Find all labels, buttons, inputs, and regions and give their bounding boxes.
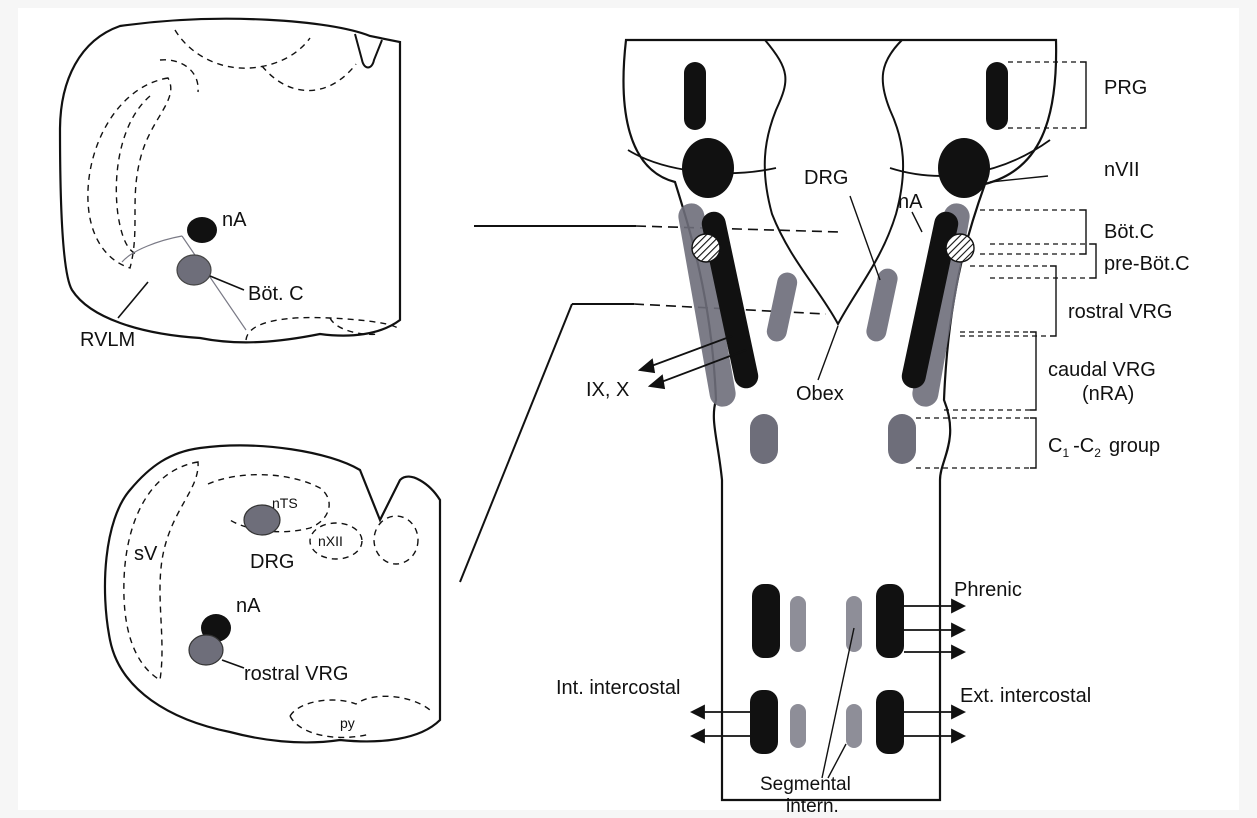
upper-rvlm-label: RVLM: [80, 329, 135, 351]
pre-botc-right-nucleus: [946, 234, 974, 262]
drg-leader: [850, 196, 880, 280]
upper-rvlm-leader: [118, 282, 148, 318]
c1c2-left-group: [750, 414, 778, 464]
lower-sv-label: sV: [134, 543, 158, 565]
ix-x-label: IX, X: [586, 379, 629, 401]
intercostal-left-interneurons: [790, 704, 806, 748]
drg-left-column: [765, 271, 799, 344]
drg-label: DRG: [804, 167, 848, 189]
upper-na-nucleus: [187, 217, 217, 243]
phrenic-left-interneurons: [790, 596, 806, 652]
intercostal-right-interneurons: [846, 704, 862, 748]
phrenic-arrows: [904, 600, 964, 658]
na-right-leader: [912, 212, 922, 232]
lower-rostral-vrg-nucleus: [189, 635, 223, 665]
upper-section-inner-tract: [116, 96, 150, 254]
botc-label: Böt.C: [1104, 221, 1154, 243]
upper-section-trigeminal-tract: [88, 78, 171, 268]
phrenic-left-motoneurons: [752, 584, 780, 658]
phrenic-right-interneurons: [846, 596, 862, 652]
lower-medulla-section: sV nTS nXII DRG nA rostral VRG py: [105, 445, 440, 742]
nvii-label: nVII: [1104, 159, 1140, 181]
prg-left-column: [684, 62, 706, 130]
pre-botc-left-nucleus: [692, 234, 720, 262]
lower-nxii-label: nXII: [318, 533, 343, 549]
phrenic-right-motoneurons: [876, 584, 904, 658]
lower-sv-tract: [124, 462, 198, 680]
obex-label: Obex: [796, 383, 844, 405]
segmental-label: Segmental: [760, 774, 851, 795]
intercostal-arrows: [692, 706, 964, 742]
ext-intercostal-label: Ext. intercostal: [960, 685, 1091, 707]
upper-section-dashed-lobes: [160, 30, 356, 92]
segmental-leader-1: [822, 628, 854, 778]
nra-label: (nRA): [1082, 383, 1134, 405]
segmental-leader-2: [828, 744, 846, 778]
lower-rostral-vrg-leader: [222, 660, 244, 668]
nvii-right-nucleus: [938, 138, 990, 198]
brainstem-dorsal-view: PRG nVII DRG nA Böt.C pre-Böt.C rostral …: [556, 40, 1190, 817]
lower-section-connector: [460, 304, 572, 582]
nvii-left-nucleus: [682, 138, 734, 198]
rostral-vrg-label: rostral VRG: [1068, 301, 1172, 323]
lower-drg-label: DRG: [250, 551, 294, 573]
prg-right-column: [986, 62, 1008, 130]
upper-botc-leader: [210, 276, 244, 290]
upper-medulla-section: nA Böt. C RVLM: [60, 19, 400, 351]
upper-section-dorsal-notch: [355, 34, 382, 68]
caudal-vrg-label: caudal VRG: [1048, 359, 1156, 381]
upper-section-ventral-lobes: [246, 318, 400, 340]
lower-na-label: nA: [236, 595, 261, 617]
na-label: nA: [898, 191, 923, 213]
right-brackets: [1030, 62, 1096, 468]
lower-py-label: py: [340, 715, 355, 731]
prg-label: PRG: [1104, 77, 1147, 99]
botc-level-dashed-line: [636, 226, 840, 232]
intercostal-left-motoneurons: [750, 690, 778, 754]
lower-py-region: [290, 696, 430, 737]
lower-right-lobe: [374, 516, 418, 564]
upper-botc-label: Böt. C: [248, 283, 304, 305]
drg-right-column: [865, 267, 900, 344]
c1c2-right-group: [888, 414, 916, 464]
int-intercostal-label: Int. intercostal: [556, 677, 681, 699]
upper-na-label: nA: [222, 209, 247, 231]
upper-botc-nucleus: [177, 255, 211, 285]
intern-label: intern.: [786, 796, 839, 817]
lower-nts-label: nTS: [272, 495, 298, 511]
intercostal-right-motoneurons: [876, 690, 904, 754]
obex-leader: [818, 326, 838, 380]
lower-rostral-vrg-label: rostral VRG: [244, 663, 348, 685]
phrenic-label: Phrenic: [954, 579, 1022, 601]
lower-section-outline: [105, 445, 440, 742]
pre-botc-label: pre-Böt.C: [1104, 253, 1190, 275]
